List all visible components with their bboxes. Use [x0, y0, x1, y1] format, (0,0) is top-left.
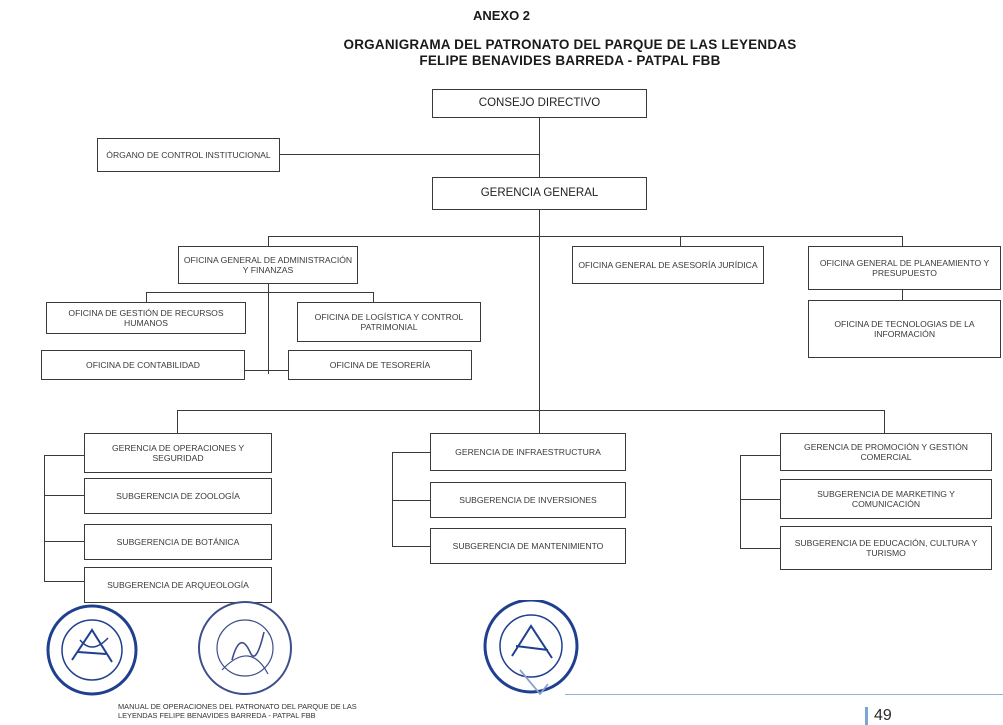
footer-text: MANUAL DE OPERACIONES DEL PATRONATO DEL … — [118, 702, 578, 720]
box-marketing: SUBGERENCIA DE MARKETING Y COMUNICACIÓN — [780, 479, 992, 519]
box-gerencia-general: GERENCIA GENERAL — [432, 177, 647, 210]
box-tecnologias: OFICINA DE TECNOLOGIAS DE LA INFORMACIÓN — [808, 300, 1001, 358]
official-seals — [46, 600, 579, 696]
box-recursos-humanos: OFICINA DE GESTIÓN DE RECURSOS HUMANOS — [46, 302, 246, 334]
box-arqueologia: SUBGERENCIA DE ARQUEOLOGÍA — [84, 567, 272, 603]
box-infraestructura: GERENCIA DE INFRAESTRUCTURA — [430, 433, 626, 471]
box-asesoria-juridica: OFICINA GENERAL DE ASESORÍA JURÍDICA — [572, 246, 764, 284]
box-educacion-turismo: SUBGERENCIA DE EDUCACIÓN, CULTURA Y TURI… — [780, 526, 992, 570]
document-title-line1: ORGANIGRAMA DEL PATRONATO DEL PARQUE DE … — [343, 37, 797, 52]
box-botanica: SUBGERENCIA DE BOTÁNICA — [84, 524, 272, 560]
box-consejo-directivo: CONSEJO DIRECTIVO — [432, 89, 647, 118]
footer-line2: LEYENDAS FELIPE BENAVIDES BARREDA - PATP… — [118, 710, 316, 720]
document-title-line2: FELIPE BENAVIDES BARREDA - PATPAL FBB — [419, 53, 721, 68]
box-tesoreria: OFICINA DE TESORERÍA — [288, 350, 472, 380]
box-logistica: OFICINA DE LOGÍSTICA Y CONTROL PATRIMONI… — [297, 302, 481, 342]
seal-icon — [46, 604, 138, 696]
page-number: 49 — [865, 707, 892, 725]
box-zoologia: SUBGERENCIA DE ZOOLOGÍA — [84, 478, 272, 514]
annex-label: ANEXO 2 — [472, 8, 531, 23]
box-inversiones: SUBGERENCIA DE INVERSIONES — [430, 482, 626, 518]
box-mantenimiento: SUBGERENCIA DE MANTENIMIENTO — [430, 528, 626, 564]
box-planeamiento: OFICINA GENERAL DE PLANEAMIENTO Y PRESUP… — [808, 246, 1001, 290]
seal-icon — [198, 601, 292, 695]
box-contabilidad: OFICINA DE CONTABILIDAD — [41, 350, 245, 380]
box-promocion-comercial: GERENCIA DE PROMOCIÓN Y GESTIÓN COMERCIA… — [780, 433, 992, 471]
footer-line1: MANUAL DE OPERACIONES DEL PATRONATO DEL … — [118, 702, 357, 711]
box-organo-control: ÓRGANO DE CONTROL INSTITUCIONAL — [97, 138, 280, 172]
box-operaciones-seguridad: GERENCIA DE OPERACIONES Y SEGURIDAD — [84, 433, 272, 473]
seal-icon — [483, 600, 579, 696]
box-admin-finanzas: OFICINA GENERAL DE ADMINISTRACIÓN Y FINA… — [178, 246, 358, 284]
footer-rule — [565, 694, 1003, 695]
